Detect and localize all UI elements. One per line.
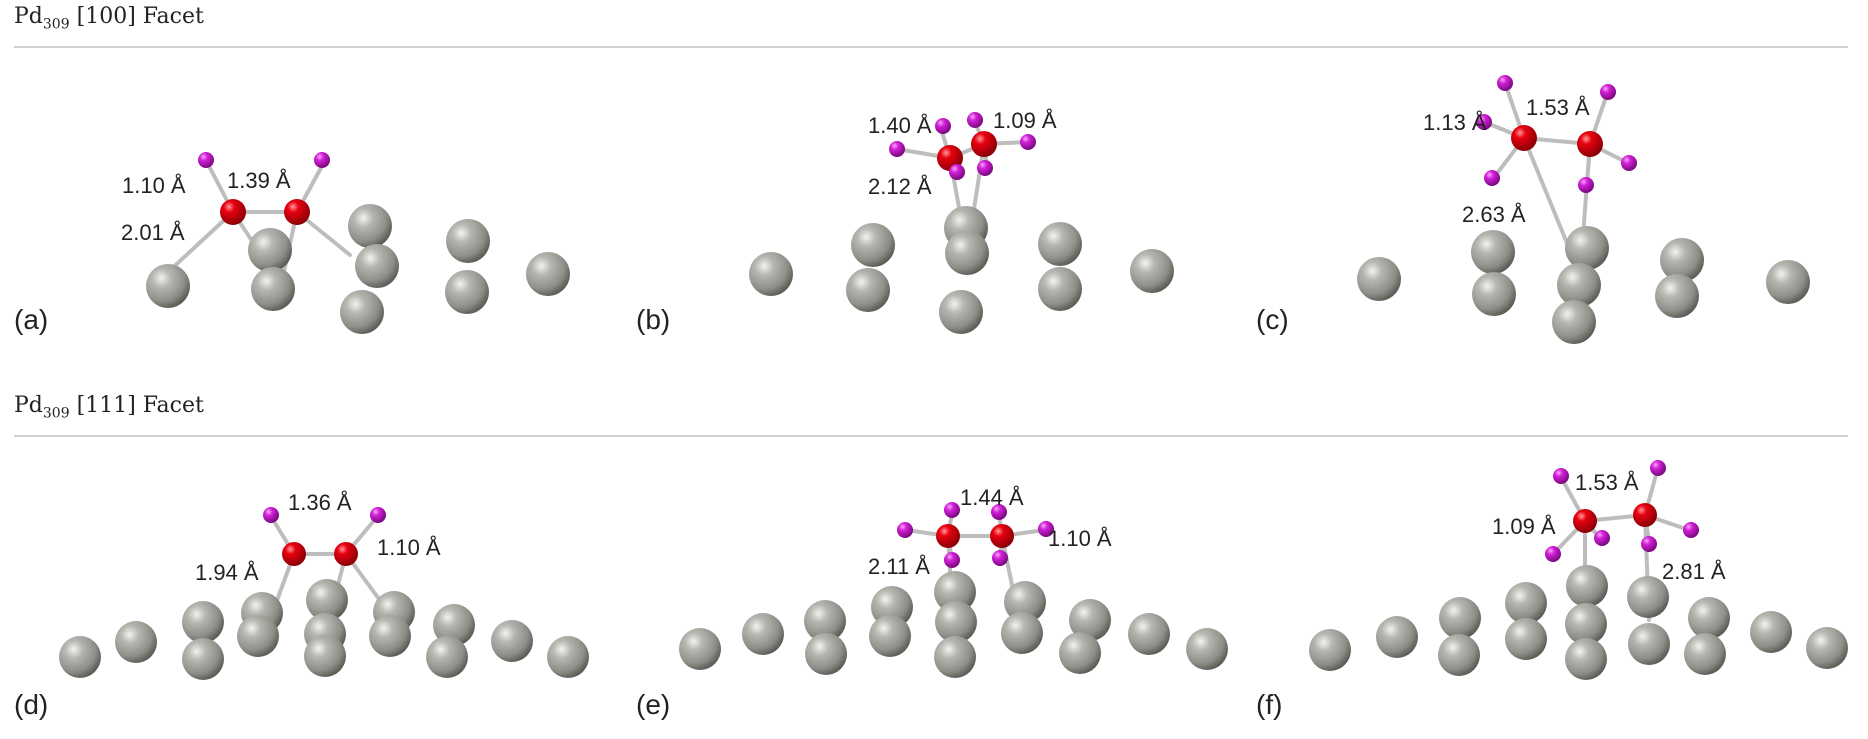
bond-length-label: 1.44 Å <box>960 485 1024 510</box>
bond-length-label: 2.63 Å <box>1462 202 1526 227</box>
panel-label-e: (e) <box>636 689 671 720</box>
bond-length-label: 1.40 Å <box>868 113 932 138</box>
bond-length-label: 1.09 Å <box>1492 514 1556 539</box>
element-symbol: Pd <box>14 393 43 418</box>
bond-length-label: 1.53 Å <box>1526 95 1590 120</box>
bond-length-label: 2.11 Å <box>868 554 930 579</box>
atom-count-subscript: 309 <box>42 405 70 422</box>
hydrogen-atoms <box>263 507 386 523</box>
atom-count-subscript: 309 <box>42 16 70 33</box>
panel-f-structure: 1.53 Å 1.09 Å 2.81 Å <box>1309 460 1848 680</box>
hydrogen-atoms <box>889 112 1036 180</box>
panel-a-structure: 1.10 Å 1.39 Å 2.01 Å <box>121 152 570 334</box>
bond-length-label: 1.94 Å <box>195 560 259 585</box>
pd-atoms <box>59 579 589 680</box>
carbon-atoms <box>282 542 358 566</box>
section-title-100: Pd309 [100] Facet <box>14 4 204 32</box>
pd-atoms <box>146 204 570 334</box>
bond-length-label: 2.01 Å <box>121 220 185 245</box>
panel-e-structure: 1.44 Å 2.11 Å 1.10 Å <box>679 485 1228 678</box>
panel-label-c: (c) <box>1256 304 1289 335</box>
panel-label-a: (a) <box>14 304 49 335</box>
section-divider <box>14 46 1848 48</box>
panel-d-structure: 1.36 Å 1.94 Å 1.10 Å <box>59 490 589 680</box>
panel-label-b: (b) <box>636 304 671 335</box>
pd-atoms <box>1309 565 1848 680</box>
section-divider <box>14 435 1848 437</box>
hydrogen-atoms <box>897 502 1054 568</box>
bond-length-label: 2.12 Å <box>868 174 932 199</box>
bond-length-label: 2.81 Å <box>1662 559 1726 584</box>
carbon-atoms <box>936 524 1014 548</box>
pd-atoms <box>679 571 1228 678</box>
bond-length-label: 1.36 Å <box>288 490 352 515</box>
facet-label: [100] Facet <box>76 4 204 29</box>
carbon-atoms <box>1511 125 1603 157</box>
pd-atoms <box>749 206 1174 334</box>
panel-b-structure: 1.40 Å 1.09 Å 2.12 Å <box>749 108 1174 334</box>
hydrogen-atoms <box>1476 75 1637 193</box>
bond-length-label: 1.53 Å <box>1575 470 1639 495</box>
panel-label-d: (d) <box>14 689 49 720</box>
pd-atoms <box>1357 226 1810 344</box>
bond-length-label: 1.09 Å <box>993 108 1057 133</box>
facet-label: [111] Facet <box>76 393 204 418</box>
section-title-111: Pd309 [111] Facet <box>14 393 204 421</box>
bond-length-label: 1.10 Å <box>377 535 441 560</box>
panel-label-f: (f) <box>1256 689 1283 720</box>
bond-length-label: 1.13 Å <box>1423 110 1487 135</box>
bond-length-label: 1.39 Å <box>227 168 291 193</box>
bond-length-label: 1.10 Å <box>122 173 186 198</box>
bond-length-label: 1.10 Å <box>1048 526 1112 551</box>
carbon-atoms <box>220 199 310 225</box>
element-symbol: Pd <box>14 4 43 29</box>
panel-c-structure: 1.13 Å 1.53 Å 2.63 Å <box>1357 75 1810 344</box>
hydrogen-atoms <box>198 152 330 168</box>
hydrogen-atoms <box>1545 460 1699 562</box>
carbon-atoms <box>1573 503 1657 533</box>
